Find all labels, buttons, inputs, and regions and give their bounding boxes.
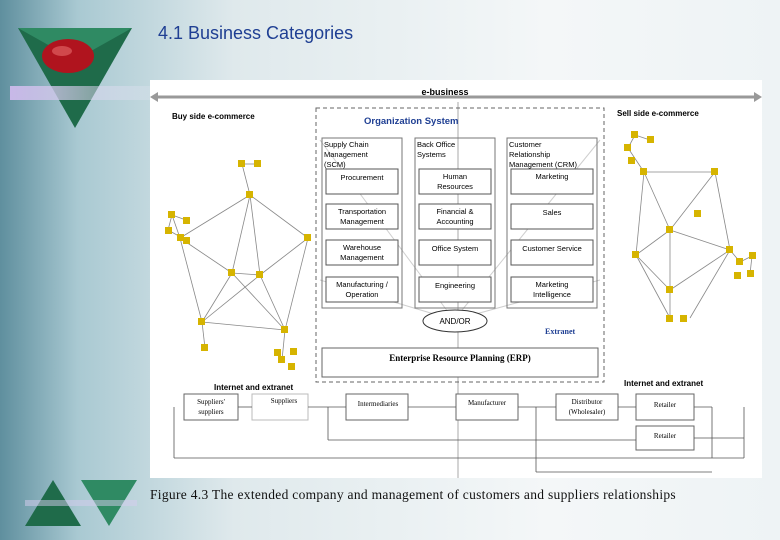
backoffice-header-1: Back Office [417,140,455,149]
scm-header-3: (SCM) [324,160,346,169]
crm-header-2: Relationship [509,150,550,159]
e-business-label: e-business [421,87,468,97]
scm-box-warehouse-2: Management [340,253,385,262]
erp-label: Enterprise Resource Planning (ERP) [389,353,531,363]
bo-box-hr-2: Resources [437,182,473,191]
organization-frame [315,107,605,383]
bottom-logo-icon [25,480,137,526]
figure-caption: Figure 4.3 The extended company and mana… [150,487,676,502]
slide-title: 4.1 Business Categories [158,23,354,43]
chain-manufacturer: Manufacturer [468,399,507,407]
backoffice-header-2: Systems [417,150,446,159]
chain-retailer-1: Retailer [654,401,677,409]
diagram-canvas: e-business Buy side e-commerce Sell side… [150,87,762,478]
crm-header-1: Customer [509,140,542,149]
figure-extended-company: e-business Buy side e-commerce Sell side… [150,80,762,478]
bo-box-office: Office System [432,244,479,253]
scm-box-warehouse-1: Warehouse [343,243,381,252]
internet-extranet-left-label: Internet and extranet [214,383,293,392]
chain-retailer-2: Retailer [654,432,677,440]
scm-box-manufacturing-2: Operation [346,290,379,299]
crm-header-3: Management (CRM) [509,160,577,169]
crm-box-mi-2: Intelligence [533,290,571,299]
bo-box-finance-2: Accounting [436,217,473,226]
bo-box-engineering: Engineering [435,281,475,290]
right-network-nodes [624,131,756,322]
sell-side-label: Sell side e-commerce [617,109,699,118]
chain-suppliers-suppliers-1: Suppliers' [197,398,225,406]
internet-extranet-right-label: Internet and extranet [624,379,703,388]
crm-box-marketing: Marketing [536,172,569,181]
crm-box-sales: Sales [543,208,562,217]
chain-distributor-2: (Wholesaler) [569,408,606,416]
crm-box-customer-service: Customer Service [522,244,582,253]
scm-header-1: Supply Chain [324,140,369,149]
scm-box-procurement: Procurement [341,173,385,182]
bo-box-hr-1: Human [443,172,467,181]
chain-distributor-1: Distributor [572,398,603,406]
chain-intermediaries: Intermediaries [358,400,399,408]
organization-title: Organization System [364,116,459,127]
chain-suppliers-suppliers-2: suppliers [198,408,224,416]
chain-suppliers: Suppliers [271,397,298,405]
logo-triangle-icon [10,28,150,128]
left-network-nodes [165,160,311,370]
scm-box-transport-2: Management [340,217,385,226]
crm-box-mi-1: Marketing [536,280,569,289]
and-or-node [422,309,488,333]
and-or-label: AND/OR [439,317,470,326]
scm-box-manufacturing-1: Manufacturing / [336,280,389,289]
buy-side-label: Buy side e-commerce [172,112,255,121]
bo-box-finance-1: Financial & [436,207,473,216]
scm-header-2: Management [324,150,369,159]
extranet-label: Extranet [545,327,576,336]
scm-box-transport-1: Transportation [338,207,386,216]
